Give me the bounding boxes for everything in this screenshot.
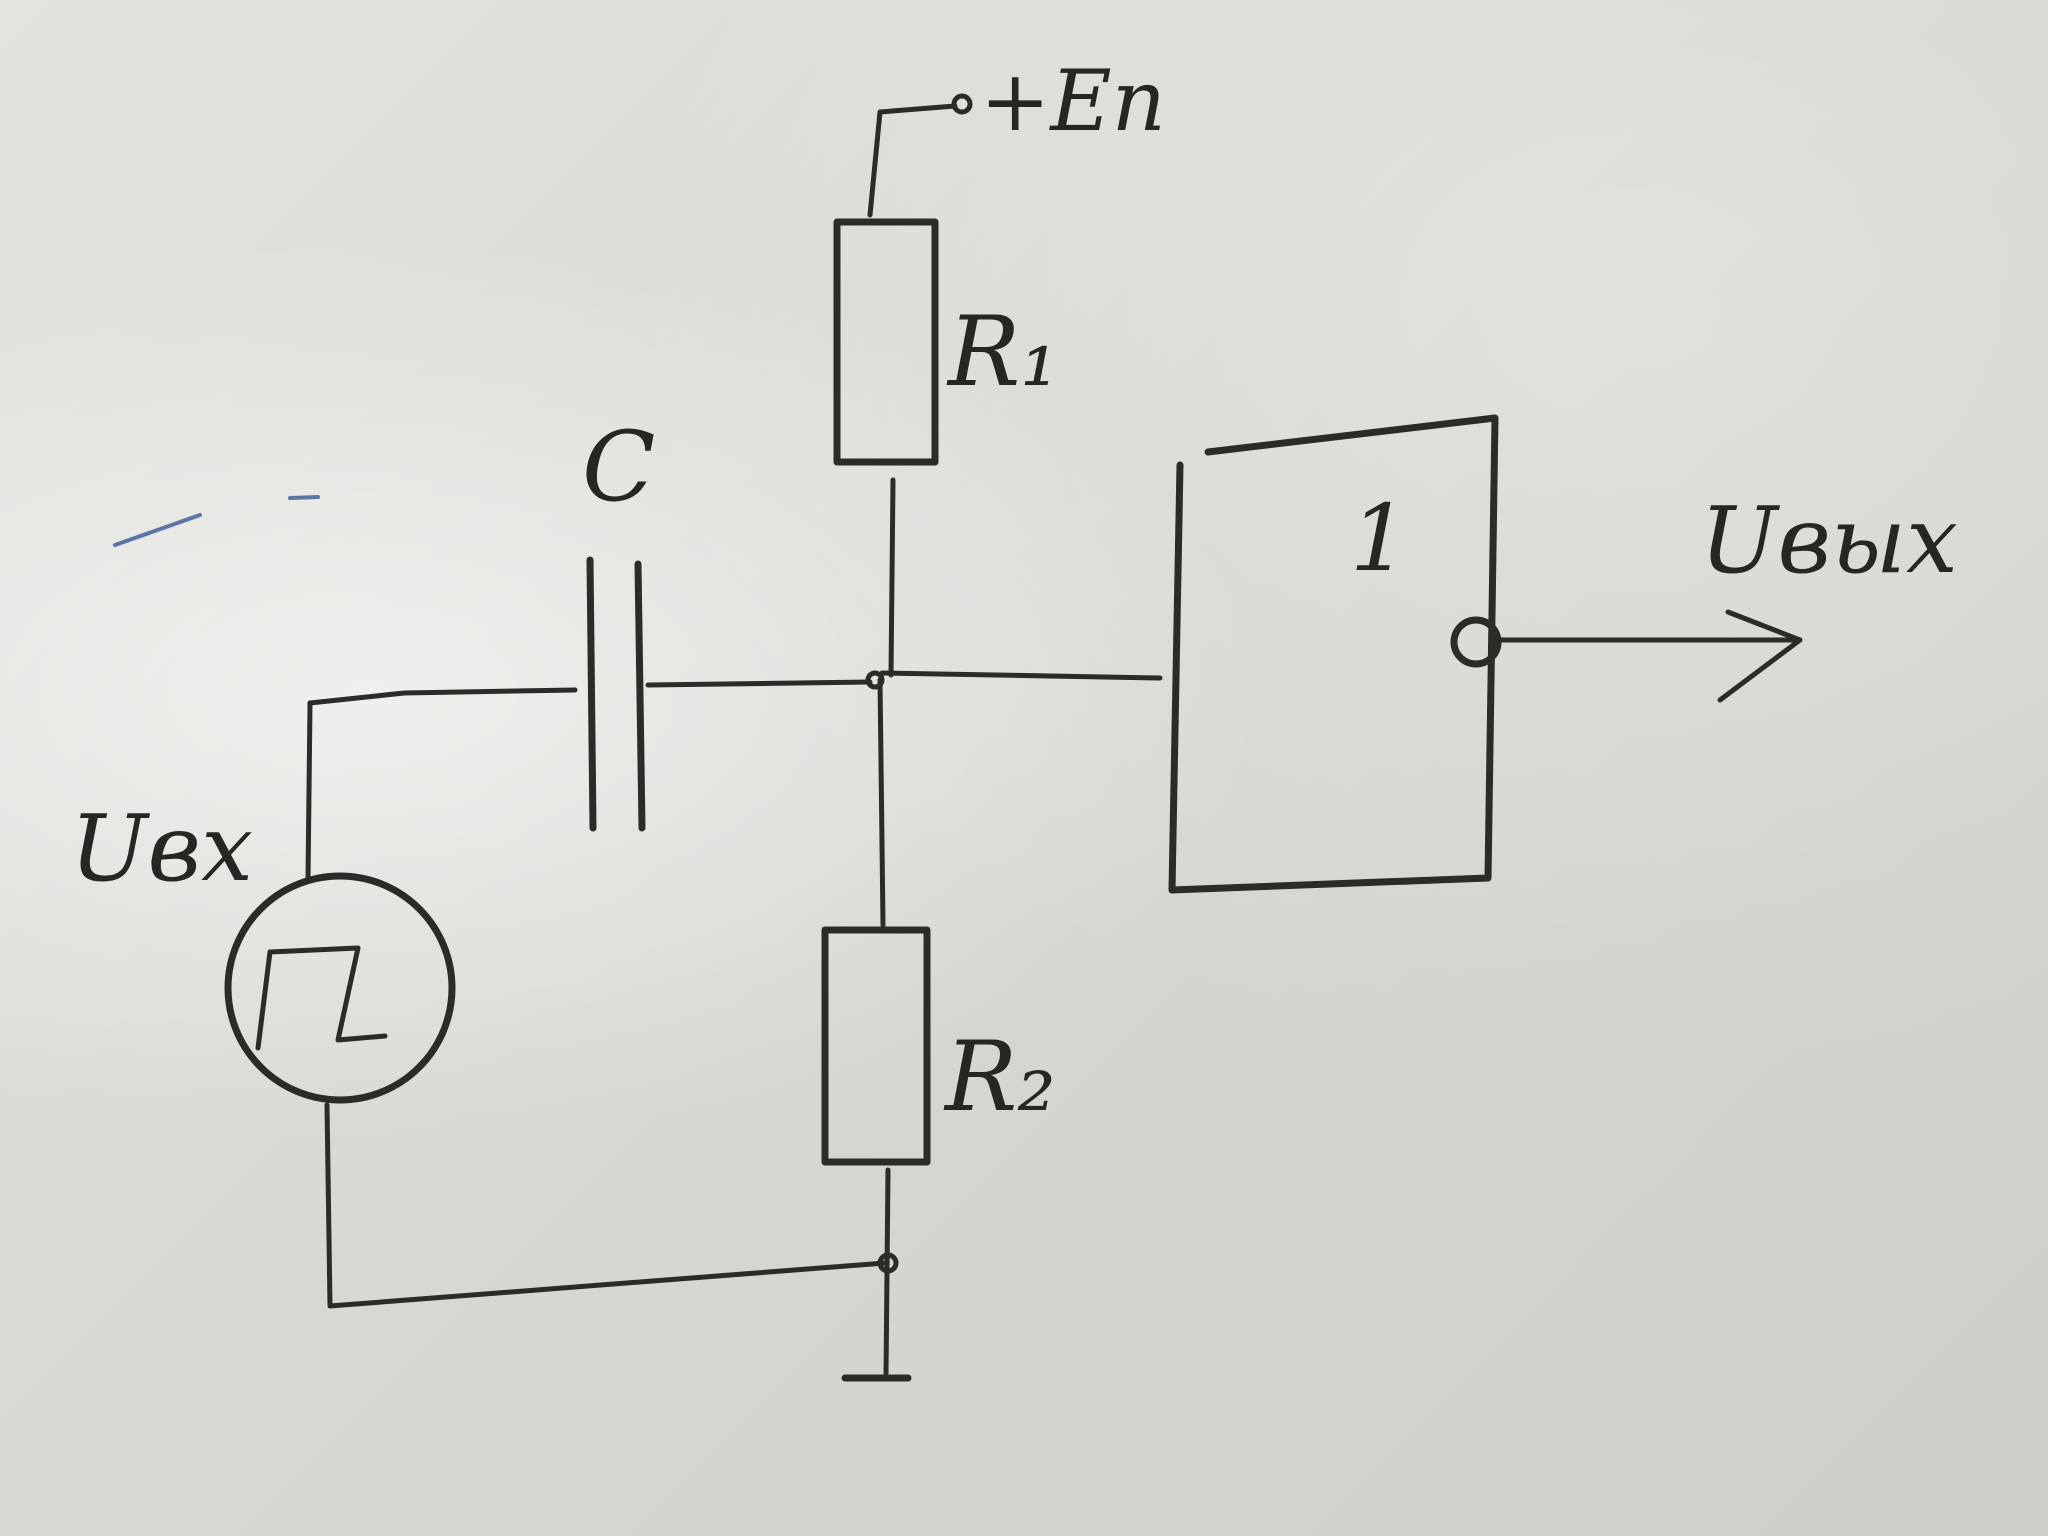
r1-label: R₁: [946, 296, 1059, 408]
capacitor-label: C: [582, 411, 655, 523]
wire-node-gate: [879, 670, 1163, 681]
inverter-bubble: [1450, 616, 1502, 668]
wire-source-cap: [307, 687, 578, 706]
wire-node-r2: [877, 677, 886, 928]
pulse-source: [224, 872, 456, 1104]
smudge-mark: [113, 513, 202, 547]
r2-label: R₂: [943, 1021, 1056, 1133]
wire-r2-ground: [883, 1167, 891, 1378]
supply-wire: [867, 103, 958, 218]
wire-cap-node: [645, 679, 873, 688]
output-arrow-icon: [1717, 609, 1803, 703]
wire-source-bottom: [324, 1102, 888, 1309]
supply-label: +Eп: [980, 52, 1166, 150]
input-label: Uвх: [70, 795, 253, 902]
wire-r1-node: [888, 477, 896, 678]
gate-body: [1168, 414, 1499, 894]
resistor-r2: [821, 926, 931, 1166]
resistor-r1: [833, 218, 939, 466]
output-label: Uвых: [1700, 487, 1958, 594]
pulse-waveform-icon: [255, 945, 388, 1051]
smudge-mark: [288, 495, 320, 500]
supply-terminal: [951, 93, 973, 115]
gate-label: 1: [1350, 485, 1409, 592]
capacitor-plate-left: [586, 556, 597, 832]
capacitor-plate-right: [634, 560, 646, 832]
wire-source-top: [305, 700, 313, 883]
